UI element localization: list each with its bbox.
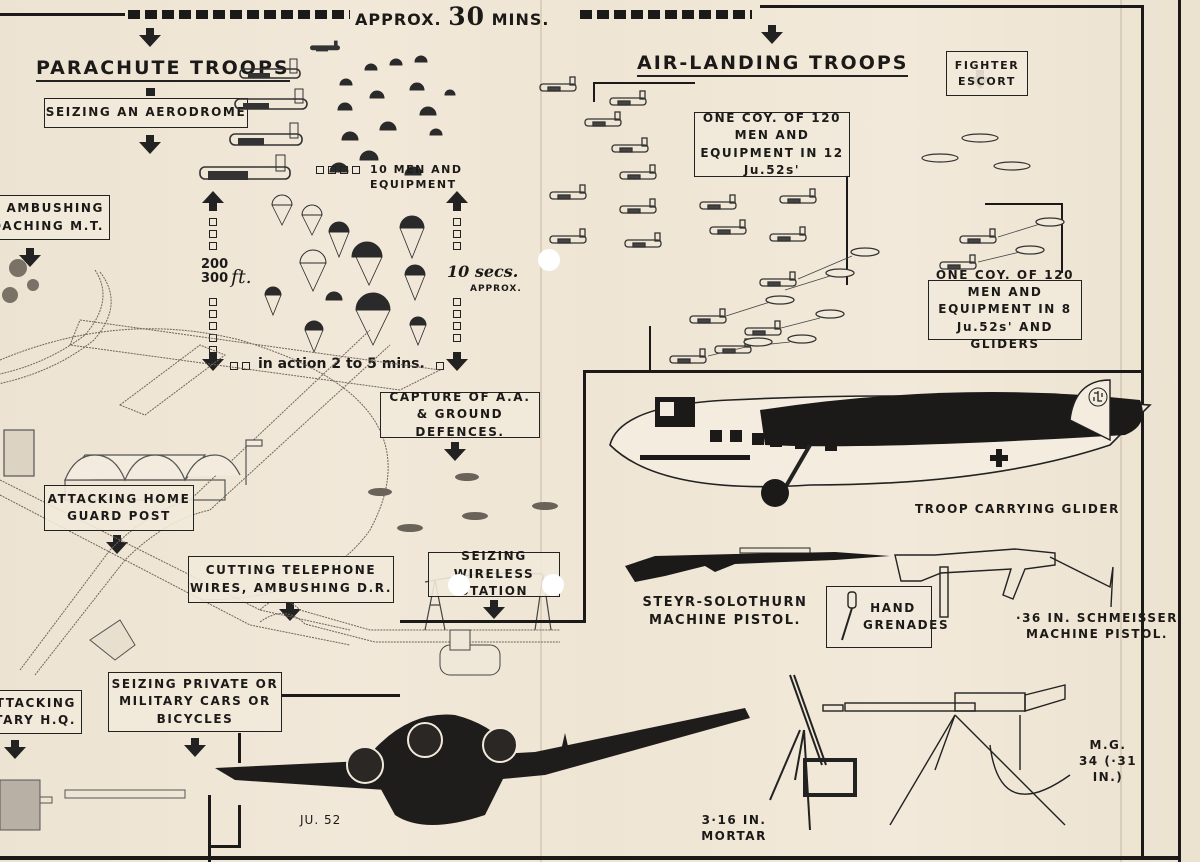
mg34-label: M.G. 34 (·31 IN.)	[1078, 738, 1138, 785]
company-ju52-box: ONE COY. OF 120 MEN AND EQUIPMENT IN 12 …	[694, 111, 850, 177]
glider-label: TROOP CARRYING GLIDER	[915, 502, 1120, 516]
steyr-pistol-illustration	[625, 547, 890, 582]
connector-line	[238, 805, 241, 845]
arrow-down-icon	[139, 135, 161, 154]
aerodrome-map-illustration	[0, 259, 560, 676]
arrow-down-icon	[184, 738, 206, 757]
ambushing-box: AMBUSHING APPROACHING M.T.	[0, 195, 110, 240]
height-top: 200	[201, 257, 229, 272]
parachutes-illustration	[264, 55, 456, 354]
height-range: 200 300	[201, 258, 228, 285]
seizing-aerodrome-box: SEIZING AN AERODROME	[44, 98, 248, 128]
arrow-down-icon	[761, 25, 783, 44]
schmeisser-label: ·36 IN. SCHMEISSER MACHINE PISTOL.	[1016, 611, 1178, 642]
height-unit: ft.	[231, 266, 252, 288]
timeline-suffix: MINS.	[491, 10, 550, 29]
arrow-down-icon	[139, 28, 161, 47]
in-action-label: in action 2 to 5 mins.	[258, 356, 425, 372]
military-hq-label: ATTACKING MILITARY H.Q.	[0, 695, 76, 727]
steyr-label: STEYR-SOLOTHURN MACHINE PISTOL.	[642, 595, 808, 628]
air-landing-formation-illustration	[539, 76, 1065, 364]
arrow-down-icon	[4, 740, 26, 759]
ju52-plane-illustration	[215, 708, 750, 825]
punch-hole	[448, 574, 470, 596]
height-bottom: 300	[201, 270, 229, 286]
ambushing-label: AMBUSHING APPROACHING M.T.	[0, 201, 104, 233]
home-guard-box: ATTACKING HOME GUARD POST	[44, 485, 194, 531]
glider-illustration	[609, 379, 1152, 507]
military-hq-box: ATTACKING MILITARY H.Q.	[0, 690, 82, 734]
bottom-border	[0, 856, 1180, 860]
fold-line	[540, 0, 542, 862]
telephone-box: CUTTING TELEPHONE WIRES, AMBUSHING D.R.	[188, 556, 394, 603]
connector-line	[210, 845, 241, 848]
descent-time: 10 secs.	[447, 262, 519, 281]
mortar-label: 3·16 IN. MORTAR	[701, 813, 767, 844]
mortar-illustration	[769, 674, 857, 831]
air-landing-title: AIR-LANDING TROOPS	[637, 52, 909, 77]
grenade-icon	[841, 591, 857, 641]
ju52-formation-illustration	[199, 40, 340, 180]
punch-hole	[542, 574, 564, 596]
connector-line	[208, 795, 211, 862]
capture-aa-box: CAPTURE OF A.A. & GROUND DEFENCES.	[380, 390, 540, 439]
punch-hole	[538, 249, 560, 271]
ju52-label: JU. 52	[300, 813, 342, 827]
schmeisser-illustration	[894, 548, 1114, 618]
wireless-box: SEIZING WIRELESS STATION	[428, 549, 560, 598]
military-hq-building-illustration	[0, 779, 186, 831]
parachute-troops-title: PARACHUTE TROOPS	[36, 57, 290, 82]
cars-box: SEIZING PRIVATE OR MILITARY CARS OR BICY…	[108, 672, 282, 732]
timeline-prefix: APPROX.	[355, 10, 442, 29]
ten-men-label: 10 MEN AND EQUIPMENT	[370, 163, 463, 191]
fighter-escort-box: FIGHTER ESCORT	[946, 51, 1028, 96]
timeline-label: APPROX. 30 MINS.	[355, 2, 549, 31]
descent-approx: APPROX.	[470, 284, 522, 294]
timeline-value: 30	[448, 2, 485, 31]
connector-line	[238, 733, 241, 763]
mg34-illustration	[822, 684, 1071, 826]
connector-line	[282, 694, 400, 697]
